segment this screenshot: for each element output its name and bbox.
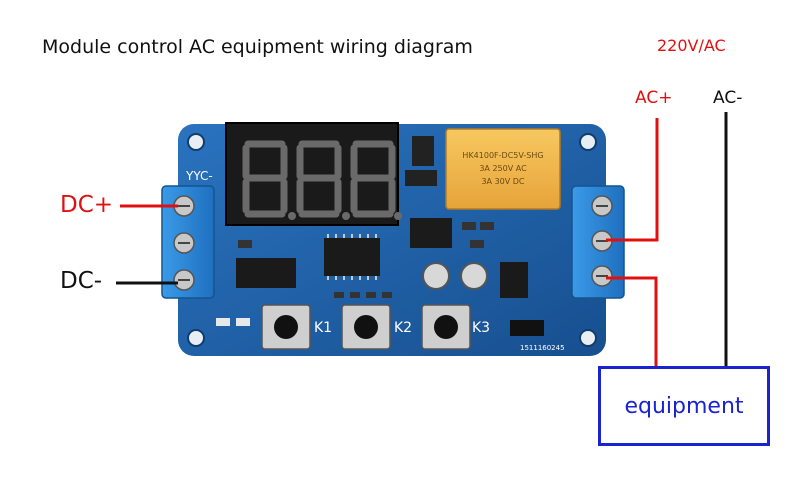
- input-optocoupler: [236, 258, 296, 288]
- board-serial: 1511160245: [520, 344, 565, 352]
- terminal-screw: [173, 232, 195, 254]
- smd-resistor: [480, 222, 494, 230]
- capacitor: [460, 262, 488, 290]
- display-dot: [342, 212, 350, 220]
- board-model-label: YYC-: [185, 169, 213, 183]
- dc-plus-label: DC+: [60, 192, 114, 218]
- mounting-hole: [579, 329, 597, 347]
- diagram-title: Module control AC equipment wiring diagr…: [42, 36, 473, 58]
- ic-pins: [327, 234, 377, 280]
- ac-plus-label: AC+: [635, 88, 673, 108]
- terminal-screw: [173, 269, 195, 291]
- display-dot: [288, 212, 296, 220]
- microcontroller-chip: [324, 238, 380, 276]
- resistor-row: [334, 292, 392, 298]
- smd-component: [412, 136, 434, 166]
- mounting-hole: [579, 133, 597, 151]
- relay-marking: HK4100F-DC5V-SHG: [462, 151, 543, 160]
- display-dot: [394, 212, 402, 220]
- button-label-k1: K1: [314, 320, 332, 336]
- display-digits: [242, 140, 396, 218]
- seven-segment-display: [225, 122, 399, 226]
- mounting-hole: [187, 133, 205, 151]
- relay-to-equipment-wire: [606, 276, 658, 366]
- relay-module: [445, 128, 561, 210]
- relay-marking: 3A 250V AC: [479, 164, 527, 173]
- push-button-k1[interactable]: [261, 304, 311, 350]
- button-label-k3: K3: [472, 320, 490, 336]
- terminal-screw: [591, 265, 613, 287]
- ac-positive-wire: [606, 118, 659, 242]
- optocoupler: [410, 218, 452, 248]
- dc-minus-label: DC-: [60, 268, 103, 294]
- smd-component: [405, 170, 437, 186]
- mounting-hole: [187, 329, 205, 347]
- button-label-k2: K2: [394, 320, 412, 336]
- led-indicator: [216, 318, 230, 326]
- smd-resistor: [470, 240, 484, 248]
- relay-marking: 3A 30V DC: [481, 177, 524, 186]
- push-button-k2[interactable]: [341, 304, 391, 350]
- capacitor: [422, 262, 450, 290]
- push-button-k3[interactable]: [421, 304, 471, 350]
- led-indicator: [236, 318, 250, 326]
- terminal-screw: [591, 195, 613, 217]
- jumper-header: [510, 320, 544, 336]
- smd-resistor: [462, 222, 476, 230]
- voltage-regulator: [500, 262, 528, 298]
- ac-voltage-label: 220V/AC: [657, 36, 726, 55]
- equipment-label: equipment: [624, 393, 744, 419]
- smd-resistor: [238, 240, 252, 248]
- ac-minus-label: AC-: [713, 88, 743, 108]
- equipment-box: equipment: [598, 366, 770, 446]
